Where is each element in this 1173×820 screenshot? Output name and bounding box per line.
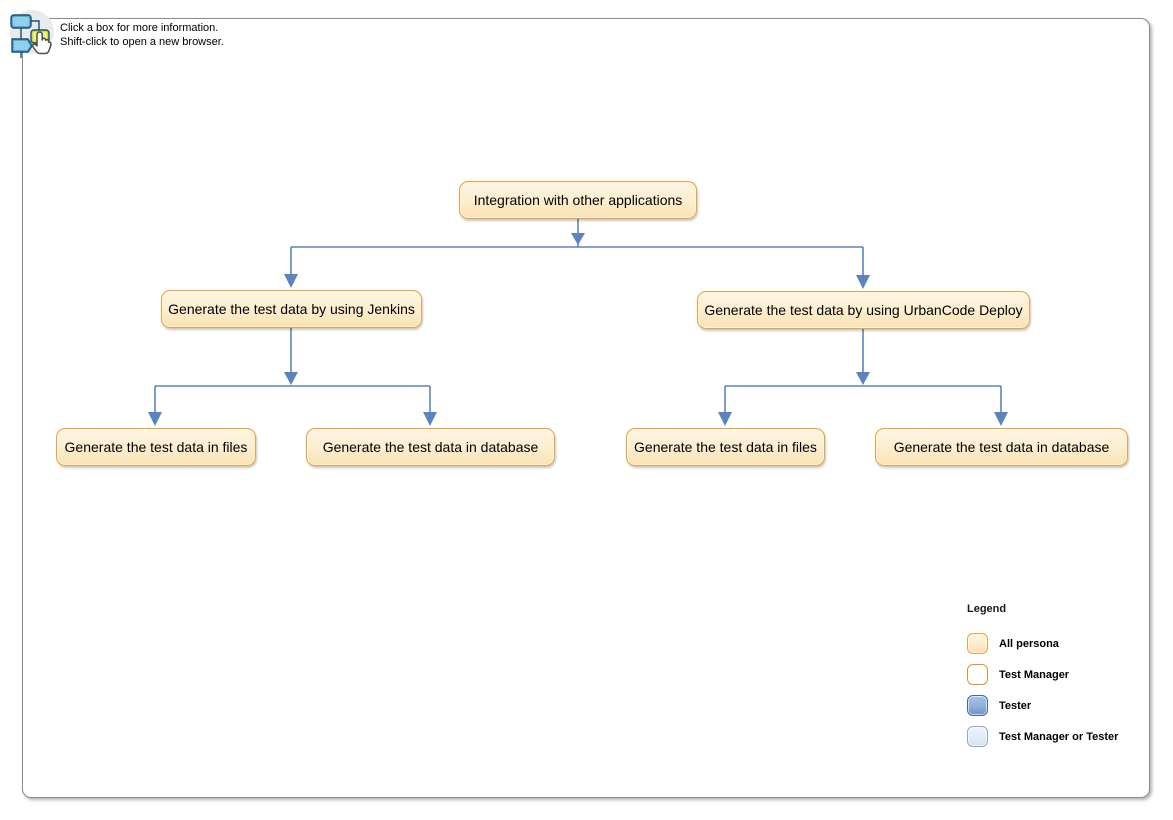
flow-node-label: Generate the test data by using Jenkins <box>168 301 415 317</box>
help-line-1: Click a box for more information. <box>60 22 219 34</box>
legend-title: Legend <box>967 603 1007 615</box>
legend-swatch-tester <box>967 695 988 716</box>
legend-label: Test Manager <box>999 668 1070 681</box>
legend-label: All persona <box>999 637 1059 650</box>
flow-node-root[interactable]: Integration with other applications <box>459 181 697 219</box>
help-text: Click a box for more information. Shift-… <box>60 21 224 49</box>
flow-node-label: Generate the test data in database <box>322 439 539 455</box>
legend-item-all-persona: All persona <box>967 628 1157 659</box>
legend-swatch-test-manager <box>967 664 988 685</box>
diagram-click-hand-icon <box>4 6 56 58</box>
legend-swatch-all-persona <box>967 633 988 654</box>
help-line-2: Shift-click to open a new browser. <box>60 36 224 48</box>
legend-item-tester: Tester <box>967 690 1157 721</box>
flow-node-jenkins-files[interactable]: Generate the test data in files <box>56 428 256 466</box>
flow-node-urbancode[interactable]: Generate the test data by using UrbanCod… <box>697 291 1030 329</box>
flow-node-jenkins-database[interactable]: Generate the test data in database <box>306 428 555 466</box>
flow-node-label: Generate the test data in files <box>64 439 248 455</box>
flow-node-urbancode-files[interactable]: Generate the test data in files <box>626 428 825 466</box>
flow-node-label: Integration with other applications <box>473 192 683 208</box>
legend-item-test-manager: Test Manager <box>967 659 1157 690</box>
legend-label: Test Manager or Tester <box>999 730 1119 743</box>
flow-node-label: Generate the test data in files <box>634 439 817 455</box>
diagram-canvas-frame <box>22 18 1150 798</box>
flow-node-jenkins[interactable]: Generate the test data by using Jenkins <box>161 290 422 328</box>
legend-swatch-test-manager-or-tester <box>967 726 988 747</box>
flow-node-label: Generate the test data by using UrbanCod… <box>704 302 1023 318</box>
flow-node-urbancode-database[interactable]: Generate the test data in database <box>875 428 1128 466</box>
legend: Legend All persona Test Manager Tester T… <box>967 603 1157 752</box>
legend-label: Tester <box>999 699 1032 712</box>
flow-node-label: Generate the test data in database <box>893 439 1110 455</box>
legend-item-test-manager-or-tester: Test Manager or Tester <box>967 721 1157 752</box>
